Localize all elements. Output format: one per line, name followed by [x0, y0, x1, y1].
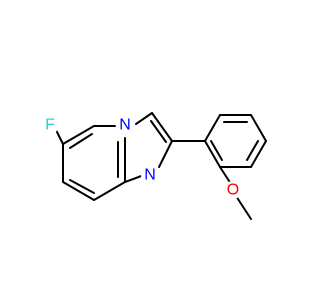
bond-c3-c2-inner: [150, 120, 167, 143]
bond-c7-c8: [62, 181, 95, 201]
bond-c6-c5-inner: [69, 133, 93, 149]
bond-c3-c2: [151, 112, 173, 142]
atom-oxygen-label: O: [227, 182, 239, 199]
atom-nitrogen-bridge-label: N: [119, 117, 131, 134]
bond-c1p-c2p: [204, 114, 221, 142]
bond-c6-c5: [62, 125, 95, 145]
atom-fluorine-label: F: [45, 117, 55, 134]
bond-c6-f: [55, 129, 64, 145]
bond-c4p-c5p-inner: [246, 140, 259, 161]
molecule-diagram: F N N O: [41, 112, 267, 220]
bond-c5p-o: [219, 166, 232, 185]
bond-n1-c3: [135, 112, 153, 125]
bond-n2-c8a: [124, 174, 145, 183]
bond-c4p-c5p: [250, 140, 267, 168]
bonds: [55, 112, 267, 220]
bond-o-ch3: [235, 195, 252, 220]
bond-c3p-c4p: [250, 114, 267, 142]
atom-labels: F N N O: [41, 116, 242, 199]
atom-nitrogen-imine-label: N: [144, 167, 156, 184]
bond-c7-c8-inner: [69, 179, 95, 194]
bond-c8-c8a: [93, 181, 126, 201]
bond-c6p-c1p-inner: [210, 140, 223, 161]
bond-c2-n2: [158, 140, 173, 168]
bond-c6p-c1p: [204, 140, 221, 168]
